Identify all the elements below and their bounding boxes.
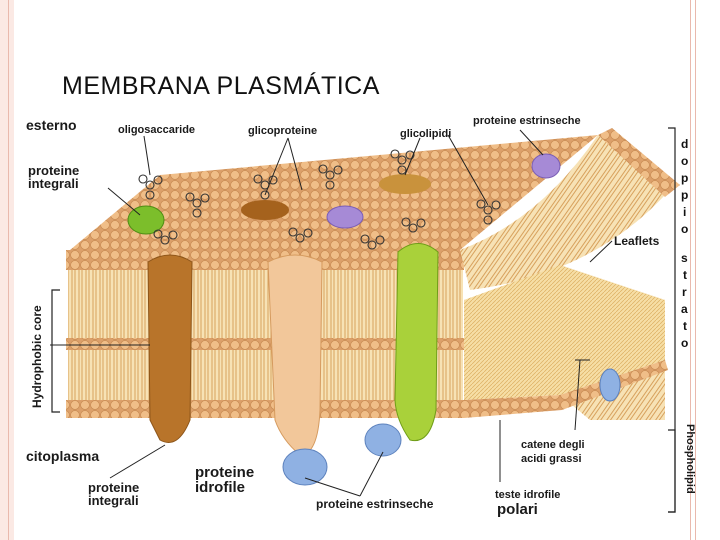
label-proteine-idrofile-line2: idrofile bbox=[195, 479, 245, 496]
glycolipid-cap bbox=[379, 174, 431, 194]
integral-protein-brown bbox=[147, 254, 193, 443]
svg-text:a: a bbox=[681, 302, 688, 316]
lower-leaflet-head-edge bbox=[464, 360, 668, 418]
hydrophilic-protein-blue-edge bbox=[599, 368, 621, 402]
label-proteine-idrofile-line1: proteine bbox=[195, 464, 254, 481]
label-proteine-integrali-top-line1: proteine bbox=[28, 163, 79, 178]
glycoprotein-brown bbox=[241, 200, 289, 220]
hydrophilic-protein-blue-right bbox=[364, 423, 402, 457]
svg-text:o: o bbox=[681, 222, 688, 236]
label-proteine-integrali-top-line2: integrali bbox=[28, 176, 79, 191]
label-proteine-estrinseche-top: proteine estrinseche bbox=[473, 115, 581, 127]
label-leaflets: Leaflets bbox=[614, 234, 660, 248]
label-proteine-integrali-bottom-line2: integrali bbox=[88, 493, 139, 508]
label-doppio-strato: dop pio str ato bbox=[681, 137, 688, 350]
label-hydrophobic-core: Hydrophobic core bbox=[30, 305, 44, 408]
top-head-surface bbox=[70, 135, 598, 250]
label-glicoproteine: glicoproteine bbox=[248, 125, 317, 137]
label-phospholipid: Phospholipid bbox=[684, 424, 696, 494]
label-teste-line1: teste idrofile bbox=[495, 489, 560, 501]
label-catene-line1: catene degli bbox=[521, 439, 585, 451]
svg-text:p: p bbox=[681, 171, 688, 185]
label-citoplasma: citoplasma bbox=[26, 448, 99, 464]
peripheral-protein-purple-left bbox=[326, 205, 364, 229]
integral-protein-peach bbox=[267, 254, 323, 456]
svg-text:t: t bbox=[683, 268, 687, 282]
svg-text:s: s bbox=[681, 251, 688, 265]
svg-text:r: r bbox=[682, 285, 687, 299]
label-glicolipidi: glicolipidi bbox=[400, 128, 451, 140]
label-proteine-integrali-bottom-line1: proteine bbox=[88, 480, 139, 495]
lower-leaflet-slab bbox=[464, 265, 665, 400]
svg-text:o: o bbox=[681, 154, 688, 168]
peripheral-protein-purple-right bbox=[531, 153, 561, 179]
svg-text:p: p bbox=[681, 188, 688, 202]
phospholipid-bracket bbox=[668, 429, 676, 513]
slide-right-border bbox=[690, 0, 696, 540]
hydrophilic-protein-blue-left bbox=[282, 448, 328, 486]
slide-title: MEMBRANA PLASMÁTICA bbox=[62, 72, 380, 100]
svg-text:i: i bbox=[683, 205, 686, 219]
label-teste-line2: polari bbox=[497, 501, 538, 518]
slide-left-border bbox=[0, 0, 14, 540]
label-proteine-estrinseche-bottom: proteine estrinseche bbox=[316, 497, 434, 511]
oligosaccharide-chains bbox=[138, 149, 501, 250]
label-oligosaccaride: oligosaccaride bbox=[118, 124, 195, 136]
label-catene-line2: acidi grassi bbox=[521, 453, 582, 465]
leader-lines bbox=[50, 129, 613, 497]
svg-text:t: t bbox=[683, 319, 687, 333]
label-esterno: esterno bbox=[26, 117, 77, 133]
svg-text:d: d bbox=[681, 137, 688, 151]
hydrophobic-core-bracket bbox=[51, 289, 60, 413]
integral-protein-green bbox=[394, 243, 439, 442]
peeled-leaflet-heads bbox=[598, 128, 680, 197]
svg-text:o: o bbox=[681, 336, 688, 350]
peeled-leaflet-tails bbox=[460, 135, 665, 290]
